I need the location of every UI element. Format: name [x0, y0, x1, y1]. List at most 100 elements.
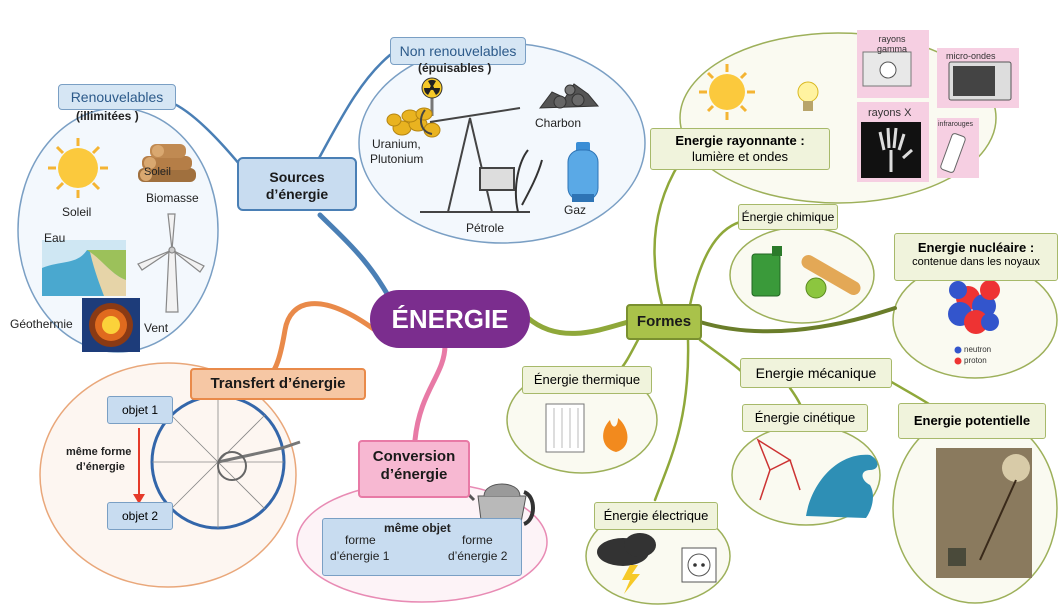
label-biomasse: Biomasse	[146, 191, 199, 205]
sun-radiant-icon	[699, 64, 755, 120]
objet1-box[interactable]: objet 1	[107, 396, 173, 424]
label-eau: Eau	[44, 231, 66, 245]
transfert-label: Transfert d’énergie	[210, 375, 346, 392]
thermique-label: Énergie thermique	[533, 372, 641, 387]
forme2-line1: forme	[462, 533, 493, 547]
electrique-label: Énergie électrique	[603, 508, 709, 523]
rayonnante-title: Energie rayonnante :	[675, 133, 805, 148]
label-soleil-2: Soleil	[144, 166, 171, 178]
conversion-box[interactable]: Conversion d’énergie	[358, 440, 470, 498]
meme-forme-line1: même forme	[66, 446, 132, 458]
coal-pile-icon	[538, 83, 600, 109]
center-title[interactable]: ÉNERGIE	[370, 290, 530, 348]
renouvelables-title: Renouvelables	[70, 89, 164, 105]
formes-label: Formes	[636, 313, 692, 330]
link-center-conversion	[412, 342, 448, 443]
oil-pumpjack-icon	[419, 107, 543, 213]
bread-baguette-icon	[801, 255, 861, 295]
objet1-label: objet 1	[121, 403, 159, 417]
label-charbon: Charbon	[535, 116, 582, 130]
rayonnante-box[interactable]: Energie rayonnante : lumière et ondes	[650, 128, 830, 170]
link-sources-renouvelables	[168, 100, 242, 167]
wind-turbine-icon	[137, 213, 205, 313]
forme1-line1: forme	[345, 533, 376, 547]
link-center-transfert	[269, 301, 378, 375]
apple-icon	[805, 277, 827, 299]
bicycle-wheel-icon	[150, 394, 301, 530]
nucleaire-box[interactable]: Energie nucléaire : contenue dans les no…	[894, 233, 1058, 281]
thermique-box[interactable]: Énergie thermique	[522, 366, 652, 394]
meme-objet: même objet	[384, 521, 451, 535]
geothermal-earth-icon	[82, 298, 140, 352]
legend-neutron: neutron	[964, 345, 992, 354]
biomass-logs-icon	[138, 144, 196, 182]
link-mecanique-cinetique	[788, 386, 802, 406]
ocean-wave-icon	[806, 454, 878, 518]
potentielle-label: Energie potentielle	[913, 413, 1031, 428]
label-rayons-gamma: rayons gamma	[876, 34, 907, 54]
chimique-label: Énergie chimique	[741, 210, 835, 224]
cinetique-box[interactable]: Énergie cinétique	[742, 404, 868, 432]
transfert-bubble	[39, 362, 297, 588]
uranium-nuggets-icon	[386, 107, 441, 138]
electrique-box[interactable]: Énergie électrique	[594, 502, 718, 530]
forme1-line2: d’énergie 1	[330, 549, 390, 563]
rayonnante-subtitle: lumière et ondes	[691, 148, 789, 164]
legend-proton: proton	[964, 356, 987, 365]
neutron-legend-dot	[954, 346, 962, 354]
sun-icon	[48, 138, 108, 198]
link-center-formes	[525, 315, 631, 336]
objet2-box[interactable]: objet 2	[107, 502, 173, 530]
link-sources-nonrenouvelables	[316, 53, 392, 162]
forme2-line2: d’énergie 2	[448, 549, 508, 563]
center-title-text: ÉNERGIE	[391, 304, 509, 334]
infrared-card-icon	[937, 118, 979, 178]
objet2-label: objet 2	[121, 509, 159, 523]
label-petrole: Pétrole	[466, 221, 505, 235]
sources-box[interactable]: Sources d’énergie	[237, 157, 357, 211]
kite-icon	[756, 438, 801, 501]
nucleaire-title: Energie nucléaire :	[917, 240, 1035, 255]
label-soleil: Soleil	[62, 205, 92, 219]
flame-icon	[603, 418, 628, 452]
non-renouvelables-box[interactable]: Non renouvelables	[390, 37, 526, 65]
meme-forme-line2: d’énergie	[76, 461, 125, 473]
link-formes-nucleaire	[698, 306, 897, 334]
transfer-arrow-head	[133, 494, 145, 504]
radiation-sign-icon	[421, 77, 443, 116]
label-gaz: Gaz	[564, 203, 587, 217]
potentielle-box[interactable]: Energie potentielle	[898, 403, 1046, 439]
gas-bottle-icon	[567, 142, 599, 202]
link-formes-chimique	[688, 220, 742, 307]
link-formes-electrique	[653, 338, 690, 502]
non-renouvelables-title: Non renouvelables	[399, 43, 517, 59]
conversion-label-1: Conversion	[372, 448, 456, 465]
xray-card-icon	[857, 102, 929, 182]
link-formes-rayonnante	[653, 160, 682, 307]
renouvelables-box[interactable]: Renouvelables	[58, 84, 176, 110]
label-geothermie: Géothermie	[10, 317, 73, 331]
renouvelables-subtitle: (illimitées )	[76, 109, 139, 123]
transfert-box[interactable]: Transfert d’énergie	[190, 368, 366, 400]
water-dam-icon	[42, 240, 126, 296]
label-infrarouges: infrarouges	[938, 121, 974, 128]
mecanique-box[interactable]: Energie mécanique	[740, 358, 892, 388]
formes-box[interactable]: Formes	[626, 304, 702, 340]
radiator-icon	[545, 403, 585, 453]
label-rayons-x: rayons X	[868, 107, 912, 119]
microwave-card-icon	[937, 48, 1019, 108]
power-outlet-icon	[681, 547, 717, 583]
sources-label: Sources d’énergie	[265, 169, 329, 202]
chimique-box[interactable]: Énergie chimique	[738, 204, 838, 230]
label-uranium: Uranium,	[372, 137, 421, 151]
label-vent: Vent	[144, 321, 169, 335]
atom-nucleus-icon	[948, 280, 1000, 334]
nucleaire-subtitle: contenue dans les noyaux	[912, 255, 1040, 268]
conversion-inner-box	[322, 518, 522, 576]
label-plutonium: Plutonium	[370, 152, 424, 166]
gamma-ray-card-icon	[857, 30, 929, 98]
light-bulb-icon	[797, 81, 819, 111]
proton-legend-dot	[954, 357, 962, 365]
cinetique-label: Énergie cinétique	[754, 410, 856, 425]
potential-energy-photo	[936, 448, 1032, 578]
